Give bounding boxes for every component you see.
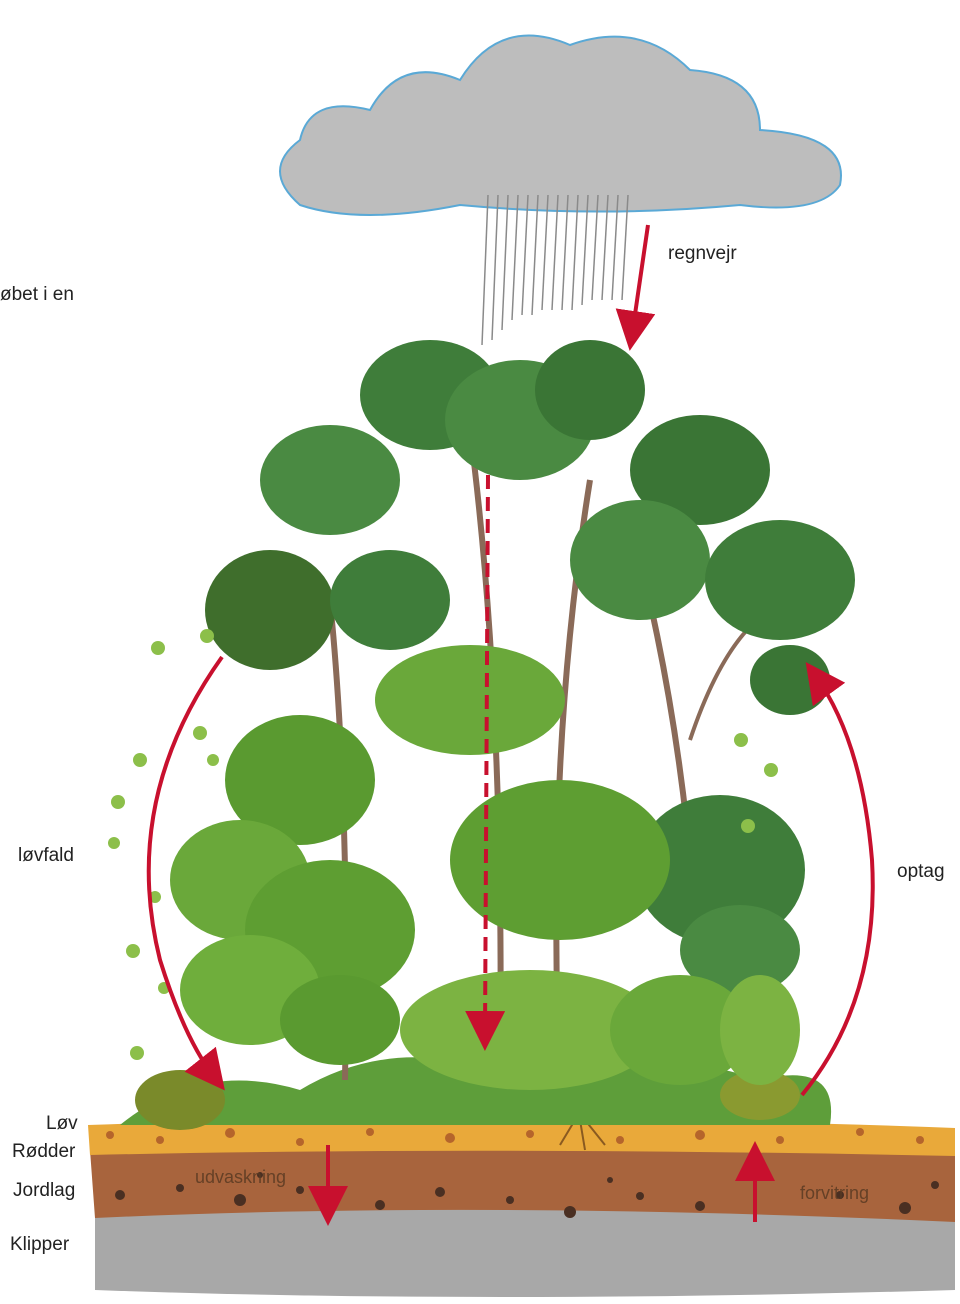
rock-layer-label: Klipper xyxy=(10,1234,69,1256)
uptake-arrow xyxy=(802,675,873,1095)
rain-label: regnvejr xyxy=(668,243,737,265)
weathering-label: forvitring xyxy=(800,1183,869,1204)
roots-layer-label: Rødder xyxy=(12,1141,75,1163)
rain-arrow xyxy=(632,225,648,335)
rain xyxy=(482,195,628,345)
soil-layer-label: Jordlag xyxy=(13,1180,75,1202)
uptake-label: optag xyxy=(897,861,945,883)
leaf-fall-label: løvfald xyxy=(18,845,74,867)
partial-left-label: øbet i en xyxy=(0,284,74,306)
leaves-layer-label: Løv xyxy=(46,1113,78,1135)
leaching-label: udvaskning xyxy=(195,1167,286,1188)
tree-canopies xyxy=(170,340,855,1090)
rain-cloud xyxy=(280,36,841,215)
rock-layer xyxy=(95,1206,955,1297)
